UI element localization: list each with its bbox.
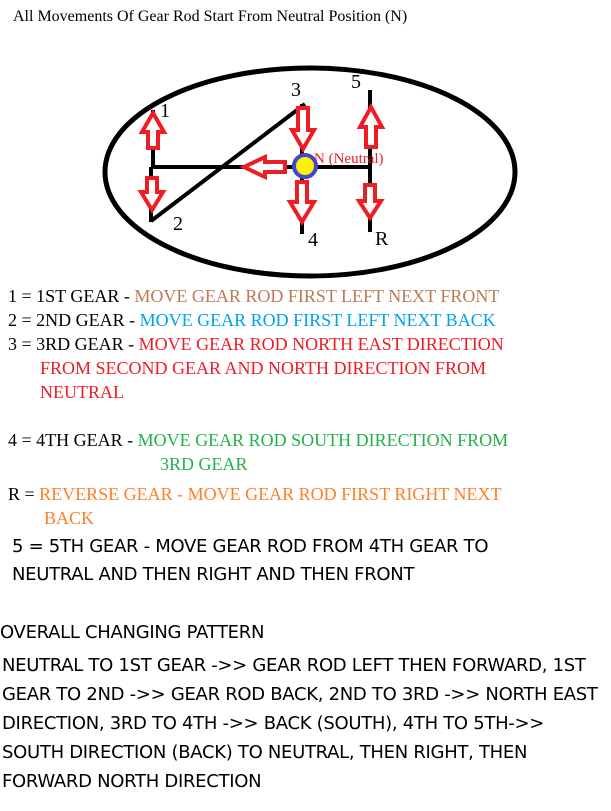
neutral-position-marker: [292, 153, 318, 179]
gear-3-description-cont: FROM SECOND GEAR AND NORTH DIRECTION FRO…: [40, 358, 486, 378]
arrow-left-icon: [239, 153, 287, 181]
gear-shift-diagram: 1 2 3 4 5 R N (Neutral): [102, 65, 518, 279]
overall-pattern-line: NEUTRAL TO 1ST GEAR ->> GEAR ROD LEFT TH…: [2, 655, 586, 676]
gear-4-description-cont: 3RD GEAR: [160, 454, 248, 474]
arrow-up-icon: [138, 109, 168, 150]
arrow-down-icon: [288, 106, 318, 153]
gear-label-reverse: R: [375, 228, 389, 250]
overall-pattern-line: GEAR TO 2ND ->> GEAR ROD BACK, 2ND TO 3R…: [2, 684, 598, 705]
gear-5-description-cont: NEUTRAL AND THEN RIGHT AND THEN FRONT: [12, 564, 415, 585]
overall-pattern-line: SOUTH DIRECTION (BACK) TO NEUTRAL, THEN …: [2, 742, 528, 763]
direction-arrows: [137, 102, 386, 226]
overall-pattern-line: FORWARD NORTH DIRECTION: [2, 771, 262, 792]
neutral-label: N (Neutral): [314, 151, 384, 167]
gear-label-4: 4: [308, 229, 318, 251]
gear-1-description: 1 = 1ST GEAR - MOVE GEAR ROD FIRST LEFT …: [8, 286, 500, 306]
arrow-down-icon: [286, 180, 318, 226]
arrow-up-icon: [356, 102, 386, 149]
arrow-down-icon: [355, 183, 385, 222]
overall-pattern-line: DIRECTION, 3RD TO 4TH ->> BACK (SOUTH), …: [2, 713, 545, 734]
gear-4-description: 4 = 4TH GEAR - MOVE GEAR ROD SOUTH DIREC…: [8, 430, 509, 450]
reverse-gear-description-cont: BACK: [44, 508, 95, 528]
reverse-gear-description: R = REVERSE GEAR - MOVE GEAR ROD FIRST R…: [8, 484, 502, 504]
gear-2-description: 2 = 2ND GEAR - MOVE GEAR ROD FIRST LEFT …: [8, 310, 496, 330]
page-title: All Movements Of Gear Rod Start From Neu…: [13, 8, 408, 25]
gear-5-description: 5 = 5TH GEAR - MOVE GEAR ROD FROM 4TH GE…: [12, 536, 489, 557]
gear-3-description-cont2: NEUTRAL: [40, 382, 124, 402]
gear-label-3: 3: [291, 79, 301, 101]
gear-label-5: 5: [351, 71, 361, 93]
overall-pattern-heading: OVERALL CHANGING PATTERN: [0, 622, 265, 643]
gear-3-description: 3 = 3RD GEAR - MOVE GEAR ROD NORTH EAST …: [8, 334, 504, 354]
shift-boundary-ellipse: [102, 65, 518, 279]
gear-label-1: 1: [160, 100, 170, 122]
gear-label-2: 2: [173, 213, 183, 235]
arrow-down-icon: [137, 176, 167, 214]
